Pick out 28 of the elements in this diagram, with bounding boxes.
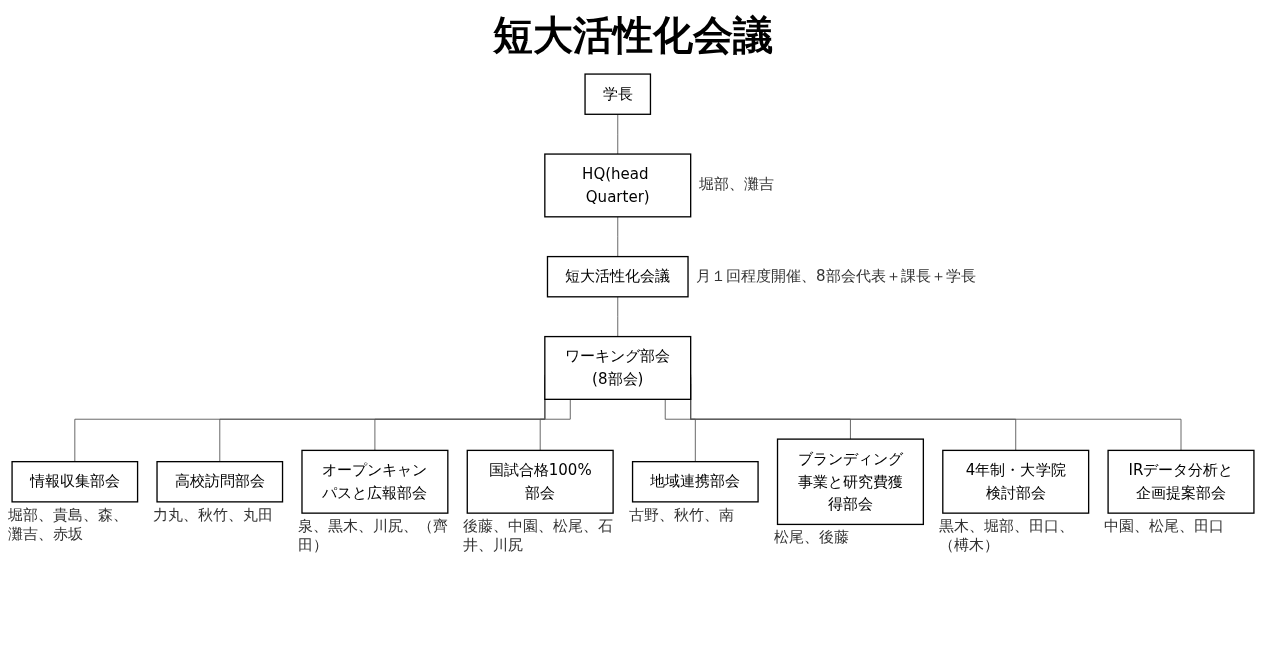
diagram-title: 短大活性化会議: [492, 11, 774, 60]
member-list: 後藤、中園、松尾、石井、川尻: [463, 517, 618, 555]
member-list: 黒木、堀部、田口、（榑木）: [938, 517, 1093, 555]
member-list: 古野、秋竹、南: [628, 505, 763, 525]
connector: [539, 398, 571, 451]
side-note: 月１回程度開催、8部会代表＋課長＋学長: [696, 266, 976, 286]
member-list: 松尾、後藤: [773, 528, 928, 548]
node-box: 国試合格100%部会: [466, 449, 614, 514]
node-box: 4年制・大学院検討部会: [942, 449, 1090, 514]
node-box: 地域連携部会: [631, 461, 759, 503]
node-box: ブランディング事業と研究費獲得部会: [776, 438, 925, 526]
node-box: HQ(head Quarter): [544, 153, 692, 218]
connector: [664, 398, 696, 463]
node-box: IRデータ分析と企画提案部会: [1107, 449, 1255, 514]
member-list: 中園、松尾、田口: [1104, 517, 1258, 536]
node-box: ワーキング部会(8部会): [544, 335, 692, 400]
node-box: 高校訪問部会: [156, 461, 284, 503]
node-box: オープンキャンパスと広報部会: [301, 449, 449, 514]
connector: [617, 216, 619, 258]
member-list: 泉、黒木、川尻、（齊田）: [298, 517, 452, 555]
member-list: 力丸、秋竹、丸田: [153, 505, 287, 525]
node-box: 情報収集部会: [11, 461, 139, 503]
connector: [617, 296, 619, 337]
node-box: 短大活性化会議: [546, 255, 689, 298]
connector: [617, 113, 619, 155]
side-note: 堀部、灘吉: [698, 175, 774, 195]
node-box: 学長: [584, 73, 652, 115]
member-list: 堀部、貴島、森、灘吉、赤坂: [8, 505, 142, 544]
